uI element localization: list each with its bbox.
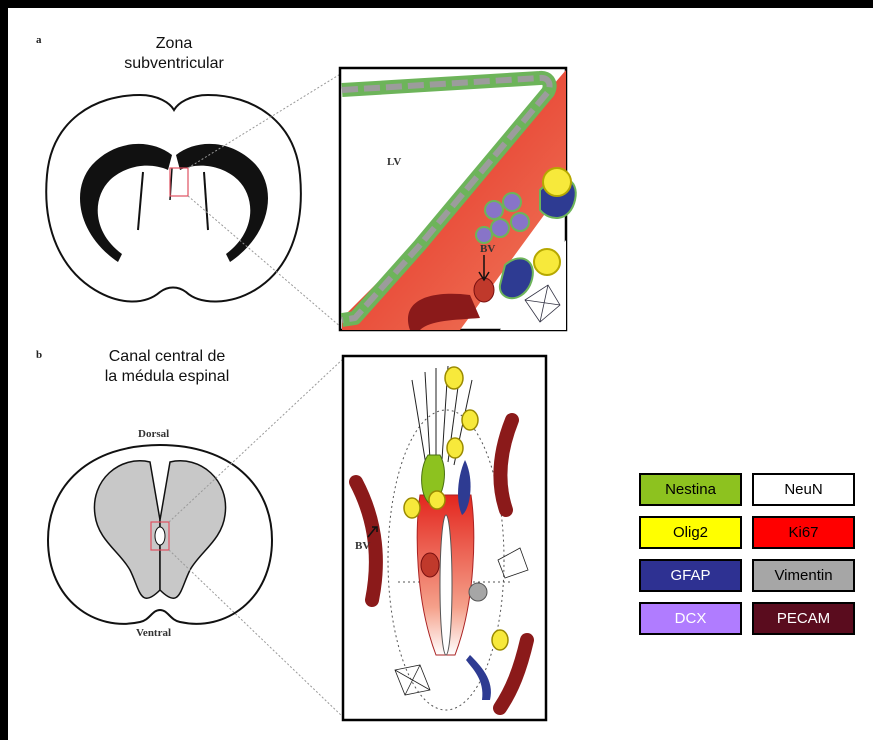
central-canal-detail — [343, 356, 546, 720]
panel-a-bv-label: BV — [480, 243, 495, 255]
legend-item-gfap: GFAP — [639, 559, 742, 592]
legend-item-pecam: PECAM — [752, 602, 855, 635]
lateral-ventricle-label: LV — [387, 156, 401, 168]
spinal-cord-section — [48, 445, 272, 624]
brain-section — [46, 95, 301, 302]
legend-item-ki67: Ki67 — [752, 516, 855, 549]
legend-item-nestina: Nestina — [639, 473, 742, 506]
panel-b-letter: b — [36, 349, 42, 361]
svz-detail — [340, 68, 576, 330]
panel-b-caption: Canal central de la médula espinal — [70, 347, 264, 413]
legend-item-dcx: DCX — [639, 602, 742, 635]
dorsal-label: Dorsal — [138, 428, 169, 440]
panel-a-letter: a — [36, 34, 42, 46]
legend-item-olig2: Olig2 — [639, 516, 742, 549]
legend-item-vimentin: Vimentin — [752, 559, 855, 592]
ventral-label: Ventral — [136, 627, 171, 639]
panel-a-caption: Zona subventricular — [98, 34, 250, 78]
legend-item-neun: NeuN — [752, 473, 855, 506]
panel-b-bv-label: BV — [355, 540, 370, 552]
